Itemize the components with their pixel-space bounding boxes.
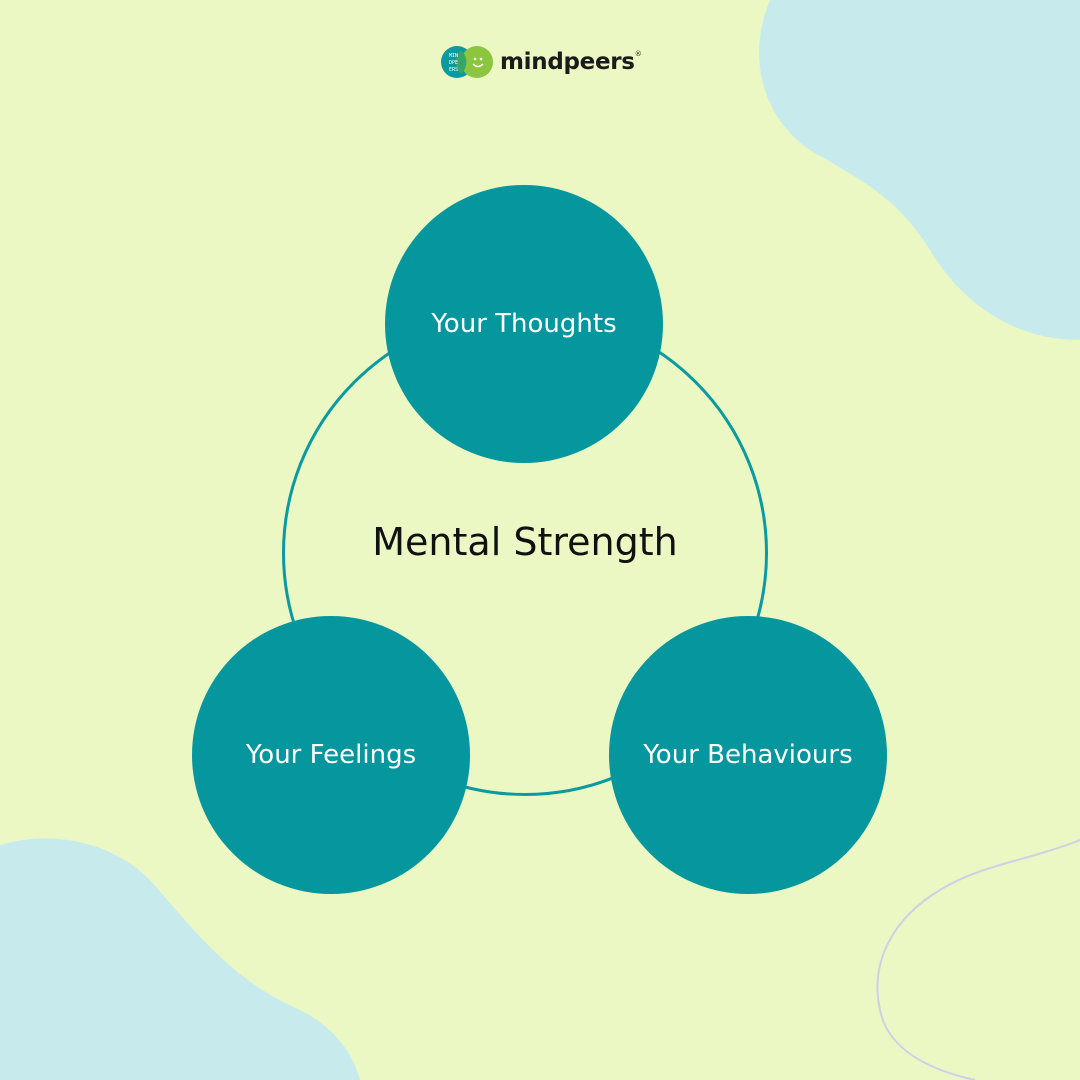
top-right-blob xyxy=(759,0,1080,340)
brand-logo: MIN DPE ERS mindpeers ® xyxy=(440,44,642,80)
bottom-right-curve xyxy=(876,839,1080,1080)
node-label: Your Feelings xyxy=(245,740,417,770)
center-label: Mental Strength xyxy=(372,520,678,564)
svg-text:DPE: DPE xyxy=(449,60,458,66)
svg-text:MIN: MIN xyxy=(449,53,458,59)
logo-text: mindpeers xyxy=(500,49,635,75)
node-label: Your Behaviours xyxy=(643,740,853,770)
registered-mark: ® xyxy=(634,50,642,58)
node-thoughts: Your Thoughts xyxy=(385,185,663,463)
logo-mark-icon: MIN DPE ERS xyxy=(441,46,493,78)
bottom-left-blob xyxy=(0,838,360,1080)
node-label: Your Thoughts xyxy=(431,309,617,339)
node-behaviours: Your Behaviours xyxy=(609,616,887,894)
node-feelings: Your Feelings xyxy=(192,616,470,894)
svg-text:ERS: ERS xyxy=(449,67,458,73)
